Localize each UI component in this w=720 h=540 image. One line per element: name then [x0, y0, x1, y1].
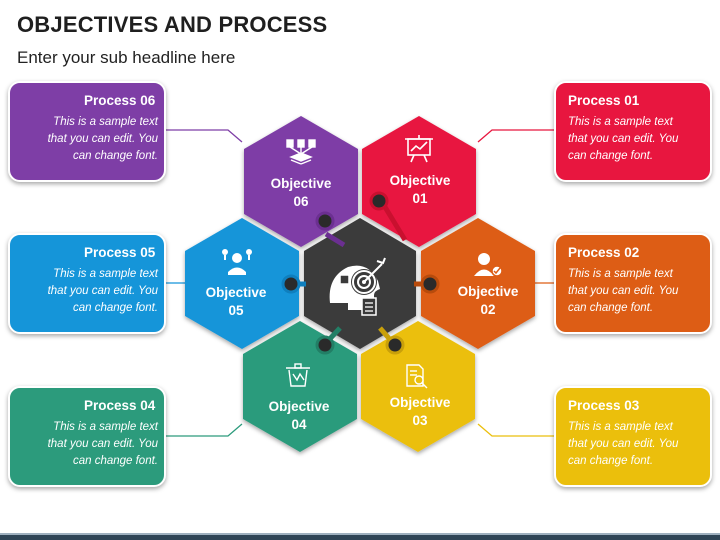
process-03-card: Process 03 This is a sample text that yo…: [554, 386, 712, 487]
page-title: OBJECTIVES AND PROCESS: [17, 12, 328, 37]
process-03-text: This is a sample text that you can edit.…: [568, 421, 679, 467]
objective-06-label: Objective: [271, 176, 332, 191]
idea-person-icon: [222, 249, 252, 275]
node-02: [420, 274, 440, 294]
connector-06: [166, 129, 243, 143]
process-04-title: Process 04: [84, 398, 156, 413]
process-02-card: Process 02 This is a sample text that yo…: [554, 233, 712, 334]
objective-03-number: 03: [412, 413, 428, 428]
process-01-title: Process 01: [568, 93, 640, 108]
process-06-card: Process 06 This is a sample text that yo…: [8, 81, 166, 182]
user-check-icon: [474, 253, 503, 277]
process-01-card: Process 01 This is a sample text that yo…: [554, 81, 712, 182]
target-head-icon: [329, 257, 386, 316]
process-02-title: Process 02: [568, 245, 640, 260]
node-05: [281, 274, 301, 294]
objective-05-label: Objective: [206, 285, 267, 300]
objective-01-number: 01: [412, 191, 428, 206]
document-search-icon: [406, 364, 428, 389]
process-04-card: Process 04 This is a sample text that yo…: [8, 386, 166, 487]
process-05-title: Process 05: [84, 245, 156, 260]
process-05-card: Process 05 This is a sample text that yo…: [8, 233, 166, 334]
hexagon-objective-05: [185, 218, 299, 349]
process-05-text: This is a sample text that you can edit.…: [47, 268, 158, 314]
connector-03: [477, 423, 554, 437]
connector-nodes: [281, 191, 440, 355]
objective-06-number: 06: [293, 194, 309, 209]
node-04: [315, 335, 335, 355]
process-02-text: This is a sample text that you can edit.…: [568, 268, 679, 314]
hexagon-objective-02: [421, 218, 535, 349]
connector-lines: [166, 129, 554, 437]
process-04-text: This is a sample text that you can edit.…: [47, 421, 158, 467]
recycle-bin-icon: [286, 363, 310, 387]
connector-01: [477, 129, 554, 143]
hexagon-02-shape: [421, 218, 535, 349]
process-01-text: This is a sample text that you can edit.…: [568, 116, 679, 162]
objective-03-label: Objective: [390, 395, 451, 410]
objective-05-number: 05: [228, 303, 244, 318]
page-subtitle: Enter your sub headline here: [17, 48, 236, 67]
connector-04: [166, 423, 243, 437]
process-06-text: This is a sample text that you can edit.…: [47, 116, 158, 162]
objective-04-number: 04: [291, 417, 307, 432]
process-06-title: Process 06: [84, 93, 156, 108]
objective-01-label: Objective: [390, 173, 451, 188]
hexagon-05-shape: [185, 218, 299, 349]
objective-04-label: Objective: [269, 399, 330, 414]
process-03-title: Process 03: [568, 398, 640, 413]
objective-02-label: Objective: [458, 284, 519, 299]
node-01: [369, 191, 389, 211]
presentation-chart-icon: [405, 135, 433, 163]
footer-bar: [0, 533, 720, 540]
node-06: [315, 211, 335, 231]
network-hierarchy-icon: [286, 139, 316, 165]
node-03: [385, 335, 405, 355]
objective-02-number: 02: [480, 302, 495, 317]
